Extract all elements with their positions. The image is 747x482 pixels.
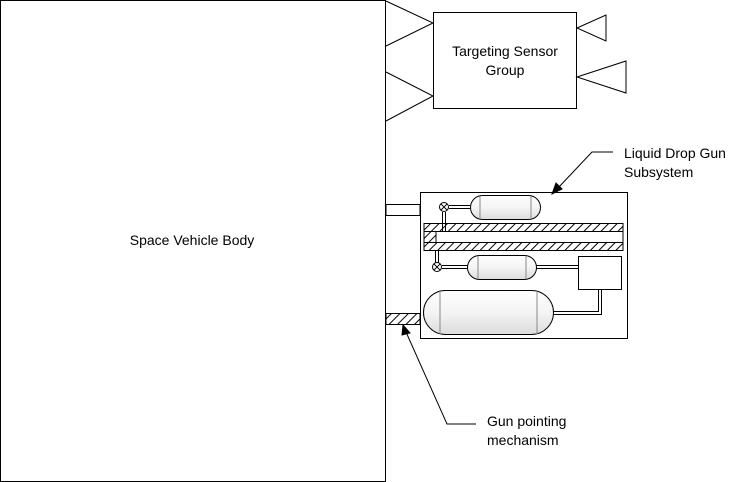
gun-label-line2: Subsystem [624, 164, 694, 180]
upper-feed-line [442, 205, 470, 231]
space-vehicle-body [0, 0, 386, 482]
pointing-callout-arrow [401, 323, 411, 336]
sensor-cone-right-top [575, 14, 607, 42]
large-pressurant-tank [423, 290, 554, 335]
targeting-sensor-box [433, 12, 577, 109]
upper-valve-icon [439, 202, 449, 212]
pointing-label-line2: mechanism [487, 432, 559, 448]
pointing-label-line1: Gun pointing [487, 413, 567, 429]
gun-subsystem-callout-arrow [551, 182, 563, 196]
sensor-cone-right-bottom [575, 60, 627, 94]
lower-valve-icon [432, 262, 442, 272]
gun-mount-arm [385, 204, 421, 216]
middle-propellant-tank [467, 255, 537, 280]
large-tank-feed-line [553, 289, 602, 315]
gun-pointing-mechanism [385, 313, 421, 325]
sensor-cone-lower [385, 71, 435, 122]
sensor-label-line2: Group [485, 62, 525, 78]
body-label: Space Vehicle Body [129, 232, 255, 248]
gun-barrel [423, 223, 624, 251]
upper-propellant-tank [470, 195, 541, 220]
lower-feed-line [435, 251, 578, 269]
pointing-callout-line [405, 331, 476, 425]
sensor-label-line1: Targeting Sensor [452, 43, 558, 59]
gun-subsystem-callout-line [557, 151, 613, 189]
pump-control-unit [578, 256, 622, 290]
gun-label-line1: Liquid Drop Gun [624, 145, 726, 161]
sensor-cone-upper [385, 0, 435, 47]
